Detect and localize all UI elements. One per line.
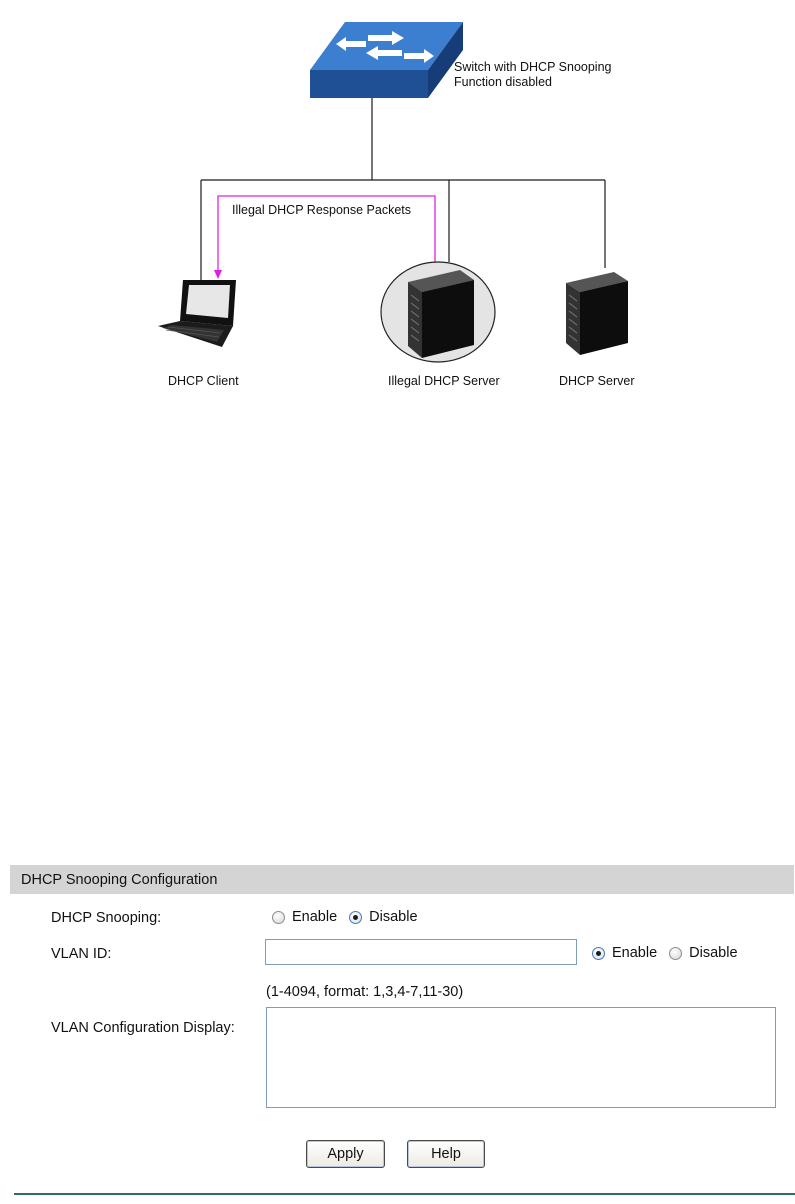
packet-arrowhead-icon <box>214 270 222 279</box>
laptop-icon <box>158 280 236 347</box>
vlan-enable-label[interactable]: Enable <box>612 945 658 961</box>
snooping-disable-label[interactable]: Disable <box>369 909 418 925</box>
dhcp-snooping-diagram <box>158 22 628 363</box>
switch-icon <box>310 22 463 98</box>
illegal-packet-path <box>217 195 436 272</box>
vlan-id-input[interactable] <box>265 939 577 965</box>
panel-header: DHCP Snooping Configuration <box>10 865 794 894</box>
snooping-enable-radio[interactable] <box>272 910 285 924</box>
footer-divider <box>14 1193 795 1195</box>
vlan-radio-group: Enable Disable <box>592 945 750 961</box>
switch-label-line1: Switch with DHCP Snooping <box>454 60 612 74</box>
dhcp-server-label: DHCP Server <box>559 374 635 388</box>
vlan-display-textarea[interactable] <box>266 1007 776 1108</box>
help-button[interactable]: Help <box>407 1140 485 1168</box>
snooping-enable-label[interactable]: Enable <box>292 909 338 925</box>
vlan-id-label: VLAN ID: <box>51 946 112 962</box>
snooping-disable-radio[interactable] <box>349 910 363 924</box>
packets-label: Illegal DHCP Response Packets <box>232 203 412 217</box>
vlan-display-label: VLAN Configuration Display: <box>51 1020 235 1036</box>
illegal-server-icon <box>380 261 496 363</box>
dhcp-snooping-radio-group: Enable Disable <box>272 909 430 925</box>
vlan-enable-radio[interactable] <box>592 946 605 960</box>
dhcp-snooping-label: DHCP Snooping: <box>51 910 162 926</box>
apply-button[interactable]: Apply <box>306 1140 385 1168</box>
dhcp-client-label: DHCP Client <box>168 374 239 388</box>
server-icon <box>566 272 628 355</box>
vlan-disable-radio[interactable] <box>669 946 683 960</box>
vlan-format-hint: (1-4094, format: 1,3,4-7,11-30) <box>266 984 464 1000</box>
vlan-disable-label[interactable]: Disable <box>689 945 738 961</box>
illegal-server-label: Illegal DHCP Server <box>388 374 500 388</box>
connection-lines <box>200 96 606 285</box>
switch-label-line2: Function disabled <box>454 75 552 89</box>
